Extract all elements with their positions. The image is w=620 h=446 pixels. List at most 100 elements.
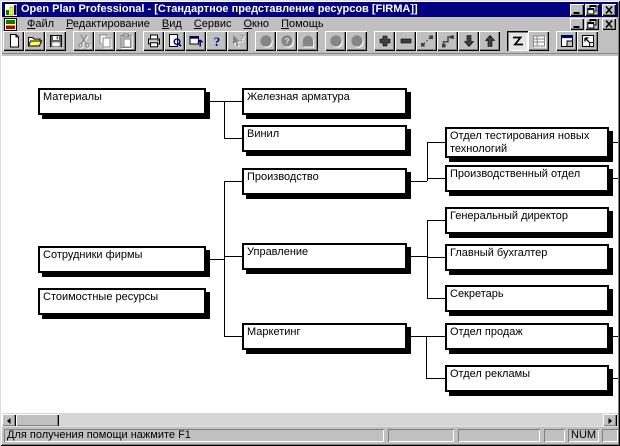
child-close-button[interactable] bbox=[602, 18, 616, 30]
context-help-button: ? bbox=[227, 31, 248, 51]
toolbar-group-3: ?? bbox=[143, 31, 248, 51]
print-button[interactable] bbox=[143, 31, 164, 51]
document-icon bbox=[4, 17, 17, 31]
add-node-button[interactable] bbox=[374, 31, 395, 51]
expand-window-button[interactable] bbox=[577, 31, 598, 51]
menu-item-1[interactable]: Файл bbox=[27, 18, 55, 30]
grid-icon bbox=[532, 35, 545, 47]
resource-node[interactable]: Отдел рекламы bbox=[445, 365, 609, 392]
resource-node[interactable]: Отдел тестирования новых технологий bbox=[445, 127, 609, 158]
link-nodes-button[interactable] bbox=[416, 31, 437, 51]
save-button[interactable] bbox=[45, 31, 66, 51]
close-button[interactable] bbox=[602, 3, 616, 16]
resource-node[interactable]: Сотрудники фирмы bbox=[38, 246, 206, 273]
resource-node-label: Материалы bbox=[43, 91, 102, 103]
resource-node-label: Генеральный директор bbox=[450, 210, 568, 222]
connector-line bbox=[609, 336, 618, 337]
cut-button bbox=[73, 31, 94, 51]
connector-line bbox=[224, 336, 242, 337]
restore-button[interactable] bbox=[585, 3, 599, 16]
resource-arch-button bbox=[297, 31, 318, 51]
window-title: Open Plan Professional - [Стандартное пр… bbox=[21, 3, 418, 15]
resource-node[interactable]: Материалы bbox=[38, 88, 206, 115]
connector-line bbox=[427, 220, 428, 298]
remove-node-button[interactable] bbox=[395, 31, 416, 51]
status-bar: Для получения помощи нажмите F1 NUM bbox=[2, 426, 618, 445]
restore-icon bbox=[587, 4, 597, 14]
connector-line bbox=[609, 142, 618, 143]
nav-icon bbox=[189, 36, 203, 47]
scroll-left-button[interactable] bbox=[2, 414, 16, 427]
arch-icon bbox=[302, 35, 313, 47]
down-icon bbox=[463, 35, 474, 47]
window-navigate-button[interactable] bbox=[185, 31, 206, 51]
menu-item-4[interactable]: Сервис bbox=[193, 18, 232, 30]
circleq-icon: ? bbox=[280, 35, 293, 47]
menu-item-3[interactable]: Вид bbox=[161, 18, 182, 30]
connector-line bbox=[427, 178, 445, 179]
status-message: Для получения помощи нажмите F1 bbox=[4, 429, 384, 442]
toolbar-group-7 bbox=[507, 31, 549, 51]
resource-node[interactable]: Управление bbox=[242, 243, 407, 270]
resource-node-label: Железная арматура bbox=[247, 91, 350, 103]
circle-icon bbox=[350, 35, 363, 47]
menu-bar: Файл Редактирование Вид Сервис Окно Помощь bbox=[2, 17, 618, 31]
resource-node-label: Главный бухгалтер bbox=[450, 247, 548, 259]
window-pane-button[interactable] bbox=[556, 31, 577, 51]
help-button[interactable]: ? bbox=[206, 31, 227, 51]
open-file-button[interactable] bbox=[24, 31, 45, 51]
resource-node[interactable]: Производственный отдел bbox=[445, 165, 609, 192]
menu-item-5[interactable]: Окно bbox=[243, 18, 270, 30]
app-icon bbox=[4, 2, 18, 17]
toolbar-group-4: ? bbox=[255, 31, 318, 51]
menu-item-2[interactable]: Редактирование bbox=[66, 18, 150, 30]
resource-node-label: Управление bbox=[247, 246, 309, 258]
arrow-right-icon bbox=[608, 417, 612, 424]
connector-line bbox=[609, 378, 618, 379]
move-up-button[interactable] bbox=[479, 31, 500, 51]
resource-node[interactable]: Отдел продаж bbox=[445, 323, 609, 350]
print-preview-button[interactable] bbox=[164, 31, 185, 51]
resource-node-label: Отдел тестирования новых технологий bbox=[450, 130, 590, 155]
svg-text:?: ? bbox=[213, 34, 220, 49]
move-down-button[interactable] bbox=[458, 31, 479, 51]
resource-node[interactable]: Железная арматура bbox=[242, 88, 407, 115]
circle-icon bbox=[329, 35, 342, 47]
status-panel-6 bbox=[602, 429, 618, 442]
resource-node[interactable]: Генеральный директор bbox=[445, 207, 609, 234]
status-panel-2 bbox=[388, 429, 454, 442]
step-link-button[interactable] bbox=[437, 31, 458, 51]
child-restore-button[interactable] bbox=[585, 18, 599, 30]
connector-line bbox=[426, 378, 445, 379]
restore-icon bbox=[587, 19, 597, 29]
connector-line bbox=[224, 181, 225, 336]
ctxhelp-icon: ? bbox=[232, 34, 243, 47]
zigzag-icon bbox=[512, 36, 523, 46]
resource-node[interactable]: Производство bbox=[242, 168, 407, 195]
new-document-button[interactable] bbox=[3, 31, 24, 51]
resource-node[interactable]: Секретарь bbox=[445, 285, 609, 312]
up-icon bbox=[484, 35, 495, 47]
circle-icon bbox=[259, 35, 272, 47]
scrollbar-thumb[interactable] bbox=[16, 414, 59, 427]
connector-line bbox=[224, 138, 242, 139]
connector-line bbox=[426, 336, 427, 378]
scroll-right-button[interactable] bbox=[603, 414, 617, 427]
close-icon bbox=[605, 19, 613, 29]
connector-line bbox=[427, 142, 428, 181]
resource-node[interactable]: Маркетинг bbox=[242, 323, 407, 350]
toolbar: ??? bbox=[2, 31, 618, 54]
num-lock-indicator: NUM bbox=[568, 429, 599, 442]
status-panel-3 bbox=[458, 429, 540, 442]
resource-node[interactable]: Стоимостные ресурсы bbox=[38, 288, 206, 315]
menu-item-6[interactable]: Помощь bbox=[281, 18, 324, 30]
minimize-button[interactable] bbox=[570, 3, 584, 16]
resource-node[interactable]: Главный бухгалтер bbox=[445, 244, 609, 271]
resource-node-label: Отдел продаж bbox=[450, 326, 523, 338]
window-icon bbox=[560, 35, 573, 47]
child-minimize-button[interactable] bbox=[570, 18, 584, 30]
resource-node[interactable]: Винил bbox=[242, 125, 407, 152]
zigzag-view-button[interactable] bbox=[507, 31, 528, 51]
horizontal-scrollbar[interactable] bbox=[2, 412, 618, 427]
